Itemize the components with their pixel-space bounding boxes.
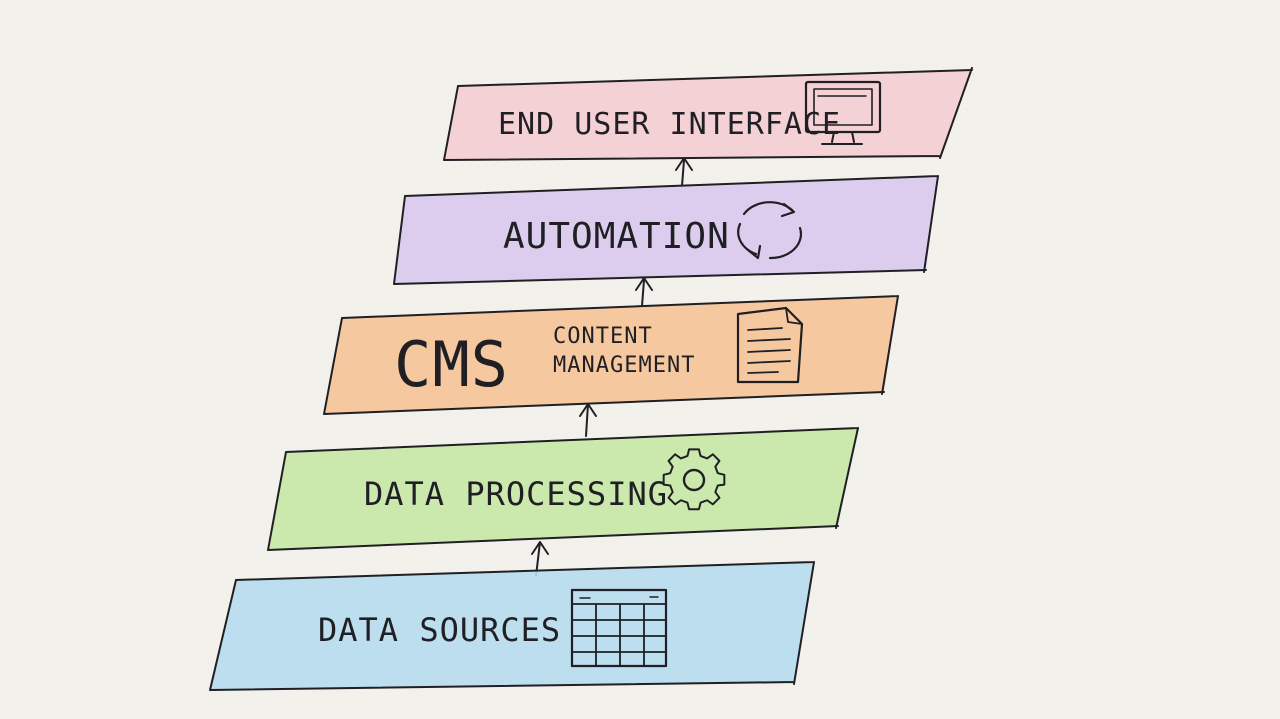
layer-end-user-interface: END USER INTERFACE <box>443 67 973 161</box>
layer-data-processing: DATA PROCESSING <box>267 427 859 551</box>
layer-data-sources: DATA SOURCES <box>209 561 815 691</box>
spreadsheet-icon <box>570 588 668 668</box>
arrow-up-icon <box>675 157 693 187</box>
gear-icon <box>662 448 726 511</box>
document-icon <box>736 306 804 384</box>
arrow-up-icon <box>579 403 597 437</box>
layer-label: DATA SOURCES <box>318 611 561 649</box>
layer-band <box>324 296 898 414</box>
layer-cms: CMS CONTENT MANAGEMENT <box>323 295 899 415</box>
cycle-arrows-icon <box>737 201 803 260</box>
layer-band <box>268 428 858 550</box>
layer-band <box>444 70 972 160</box>
layer-label: CMS <box>394 328 509 401</box>
layer-band <box>210 562 814 690</box>
arrow-up-icon <box>635 277 653 307</box>
layer-sublabel-line1: CONTENT <box>553 324 653 349</box>
layer-label: END USER INTERFACE <box>498 107 841 142</box>
monitor-icon <box>804 80 882 145</box>
layer-automation: AUTOMATION <box>393 175 939 285</box>
layer-band <box>394 176 938 284</box>
layer-sublabel-line2: MANAGEMENT <box>553 353 695 378</box>
layer-label: AUTOMATION <box>503 216 730 257</box>
layer-label: DATA PROCESSING <box>364 475 668 513</box>
